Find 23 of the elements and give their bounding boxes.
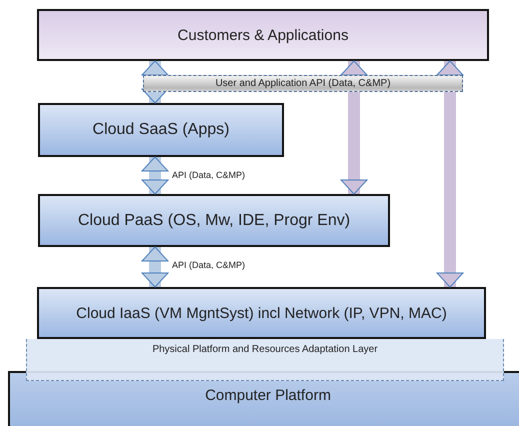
layer-box [38, 103, 284, 157]
layer-label: User and Application API (Data, C&MP) [215, 78, 391, 89]
api-band [143, 75, 463, 92]
edge-label: API (Data, C&MP) [172, 260, 246, 270]
layer-label: Physical Platform and Resources Adaptation Layer [152, 344, 378, 355]
layer-box [37, 9, 489, 61]
double-arrow [340, 60, 368, 76]
double-arrow [436, 60, 464, 76]
layer-box [38, 194, 390, 247]
double-arrow [142, 88, 168, 104]
layer-title: Cloud SaaS (Apps) [92, 121, 230, 139]
double-arrow [436, 92, 464, 288]
double-arrow [340, 92, 368, 194]
edge-label: API (Data, C&MP) [172, 170, 246, 180]
layer-title: Cloud IaaS (VM MgntSyst) incl Network (IP, VPN, MAC) [76, 304, 447, 322]
layer-box [37, 287, 486, 339]
double-arrow [142, 156, 168, 194]
layer-title: Customers & Applications [178, 26, 348, 44]
layer-title: Computer Platform [205, 387, 331, 404]
layer-title: Cloud PaaS (OS, Mw, IDE, Progr Env) [78, 212, 350, 230]
double-arrow [142, 60, 168, 76]
adaptation-layer [26, 339, 504, 381]
double-arrow [142, 246, 168, 288]
